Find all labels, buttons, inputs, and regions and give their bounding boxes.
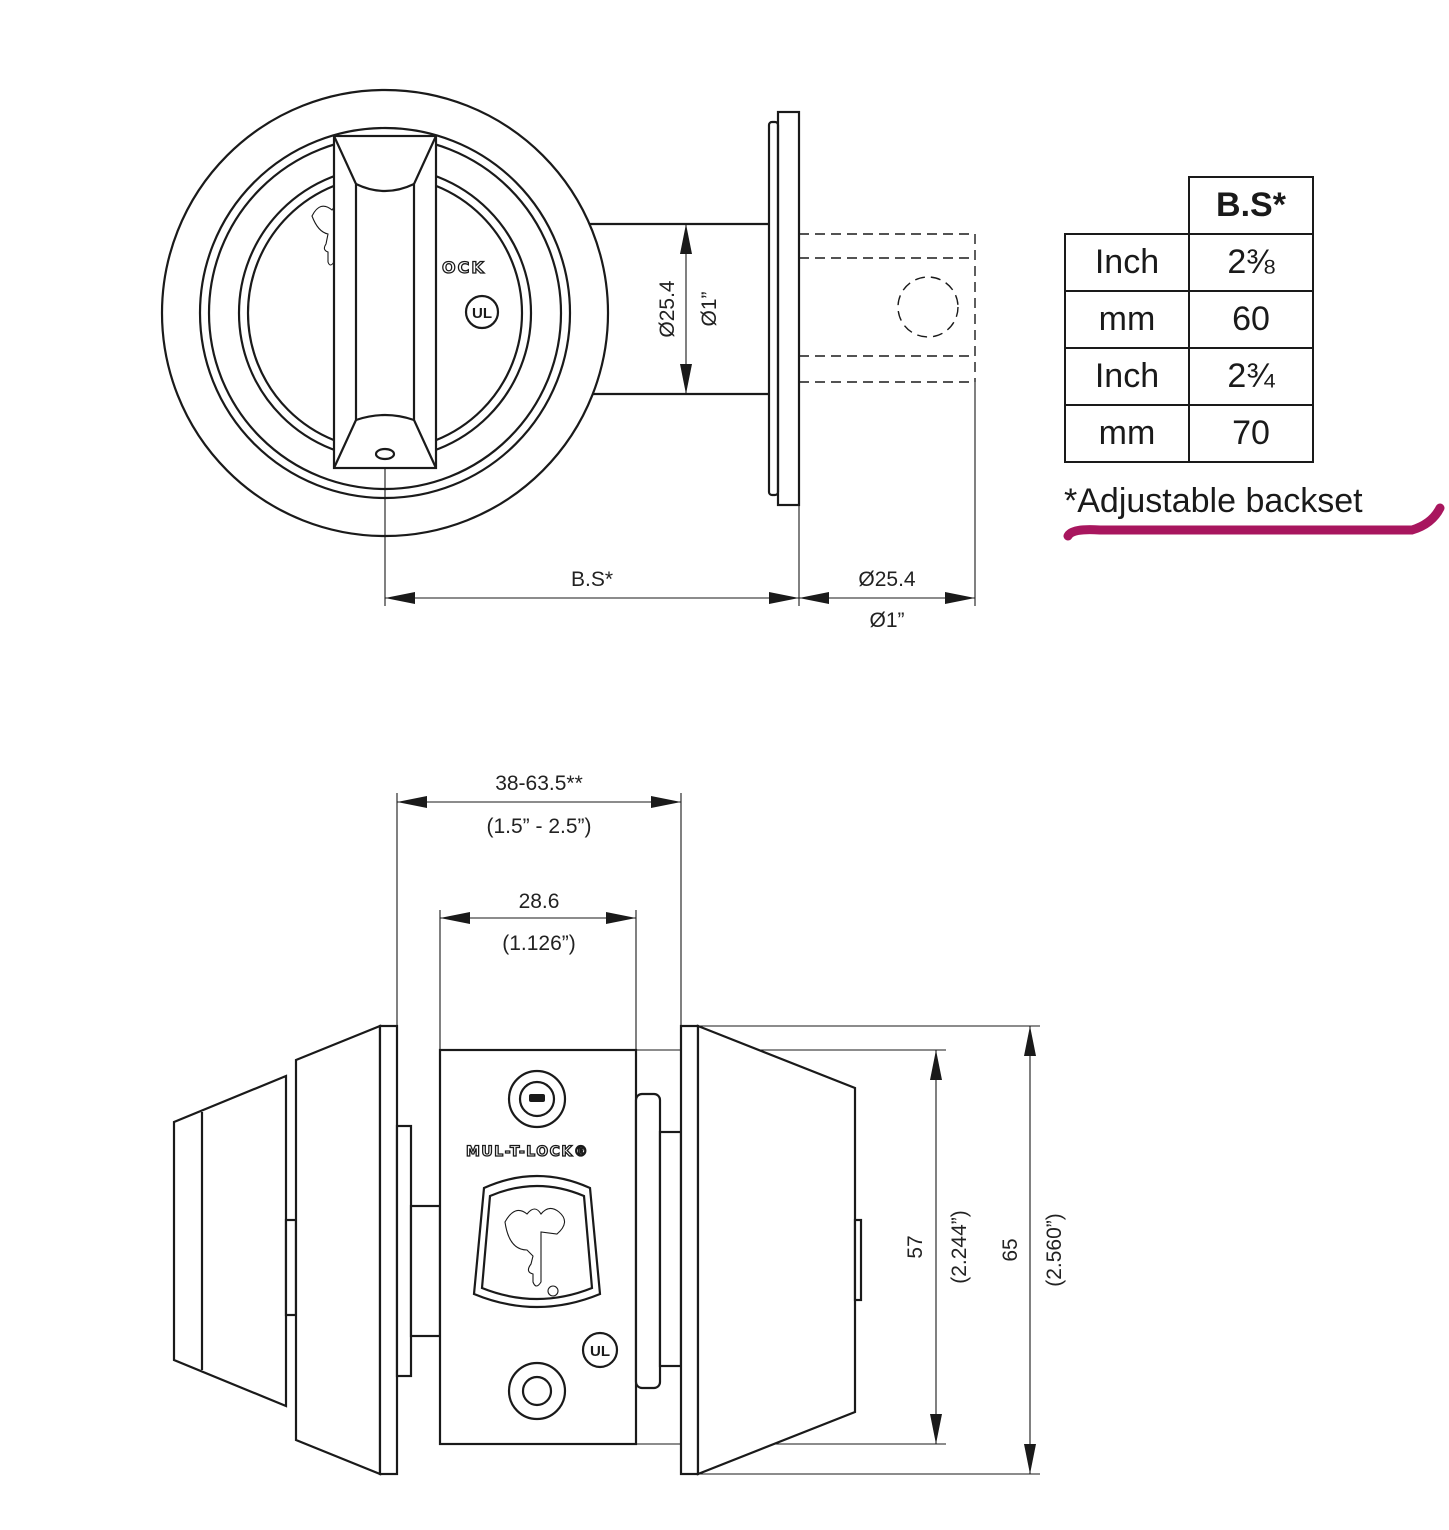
- table-row: mm 60: [1064, 290, 1314, 349]
- latch-bolt: [634, 1092, 683, 1390]
- latch-width-in: (1.126”): [502, 932, 576, 955]
- table-value-cell: 70: [1188, 404, 1314, 463]
- svg-text:UL: UL: [590, 1343, 610, 1360]
- spindle: [395, 1124, 442, 1378]
- backset-label: B.S*: [571, 568, 613, 591]
- side-view: 38-63.5** (1.5” - 2.5”) 28.6 (1.126”): [172, 772, 1066, 1476]
- tube-diameter-mm: Ø25.4: [656, 280, 679, 338]
- thumb-turn: [332, 134, 438, 470]
- footnote-highlight-stroke: [1063, 503, 1445, 541]
- inner-height-in: (2.244”): [948, 1210, 971, 1284]
- door-thickness-mm: 38-63.5**: [495, 772, 583, 795]
- backset-table: B.S* Inch 2⅜ mm 60 Inch 2¾ mm 70: [1064, 176, 1314, 463]
- outer-height-dimension: [1024, 1026, 1036, 1474]
- top-brand-text: OCK: [442, 258, 486, 277]
- table-row: mm 70: [1064, 404, 1314, 463]
- face-diameter-dimension: [799, 592, 975, 604]
- adjustable-backset-footnote: *Adjustable backset: [1064, 482, 1363, 520]
- table-unit-cell: mm: [1064, 404, 1190, 463]
- table-header: B.S*: [1188, 176, 1314, 235]
- table-row: Inch 2⅜: [1064, 233, 1314, 292]
- latch-body: [438, 1048, 638, 1446]
- table-value-cell: 60: [1188, 290, 1314, 349]
- face-diameter-mm: Ø25.4: [858, 568, 916, 591]
- table-value-cell: 2¾: [1188, 347, 1314, 406]
- table-corner-cell: [1065, 177, 1190, 235]
- bolt-tube: [590, 222, 770, 396]
- table-value-cell: 2⅜: [1188, 233, 1314, 292]
- top-view: OCK UL: [160, 88, 976, 632]
- inner-height-mm: 57: [904, 1235, 927, 1258]
- svg-text:UL: UL: [472, 305, 492, 322]
- hidden-bolt: [799, 233, 976, 383]
- latch-width-dimension: [440, 912, 636, 924]
- side-ul-mark: UL: [581, 1331, 619, 1369]
- outside-cylinder: [172, 1024, 399, 1476]
- backset-dimension: [385, 592, 799, 604]
- latch-width-mm: 28.6: [519, 890, 560, 913]
- table-unit-cell: Inch: [1064, 233, 1190, 292]
- face-diameter-in: Ø1”: [869, 609, 904, 632]
- top-ul-mark: UL: [464, 294, 500, 330]
- side-brand-text: MUL-T-LOCK®: [466, 1144, 589, 1160]
- table-unit-cell: mm: [1064, 290, 1190, 349]
- tube-diameter-dimension: [680, 224, 692, 394]
- tube-diameter-in: Ø1”: [698, 291, 721, 326]
- door-thickness-in: (1.5” - 2.5”): [486, 815, 591, 838]
- table-header-row: B.S*: [1065, 176, 1314, 235]
- inside-housing: [679, 1024, 863, 1476]
- faceplate: [767, 110, 801, 507]
- table-unit-cell: Inch: [1064, 347, 1190, 406]
- door-thickness-dimension: [397, 796, 681, 808]
- outer-height-in: (2.560”): [1043, 1213, 1066, 1287]
- inner-height-dimension: [930, 1050, 942, 1444]
- table-row: Inch 2¾: [1064, 347, 1314, 406]
- outer-height-mm: 65: [999, 1238, 1022, 1261]
